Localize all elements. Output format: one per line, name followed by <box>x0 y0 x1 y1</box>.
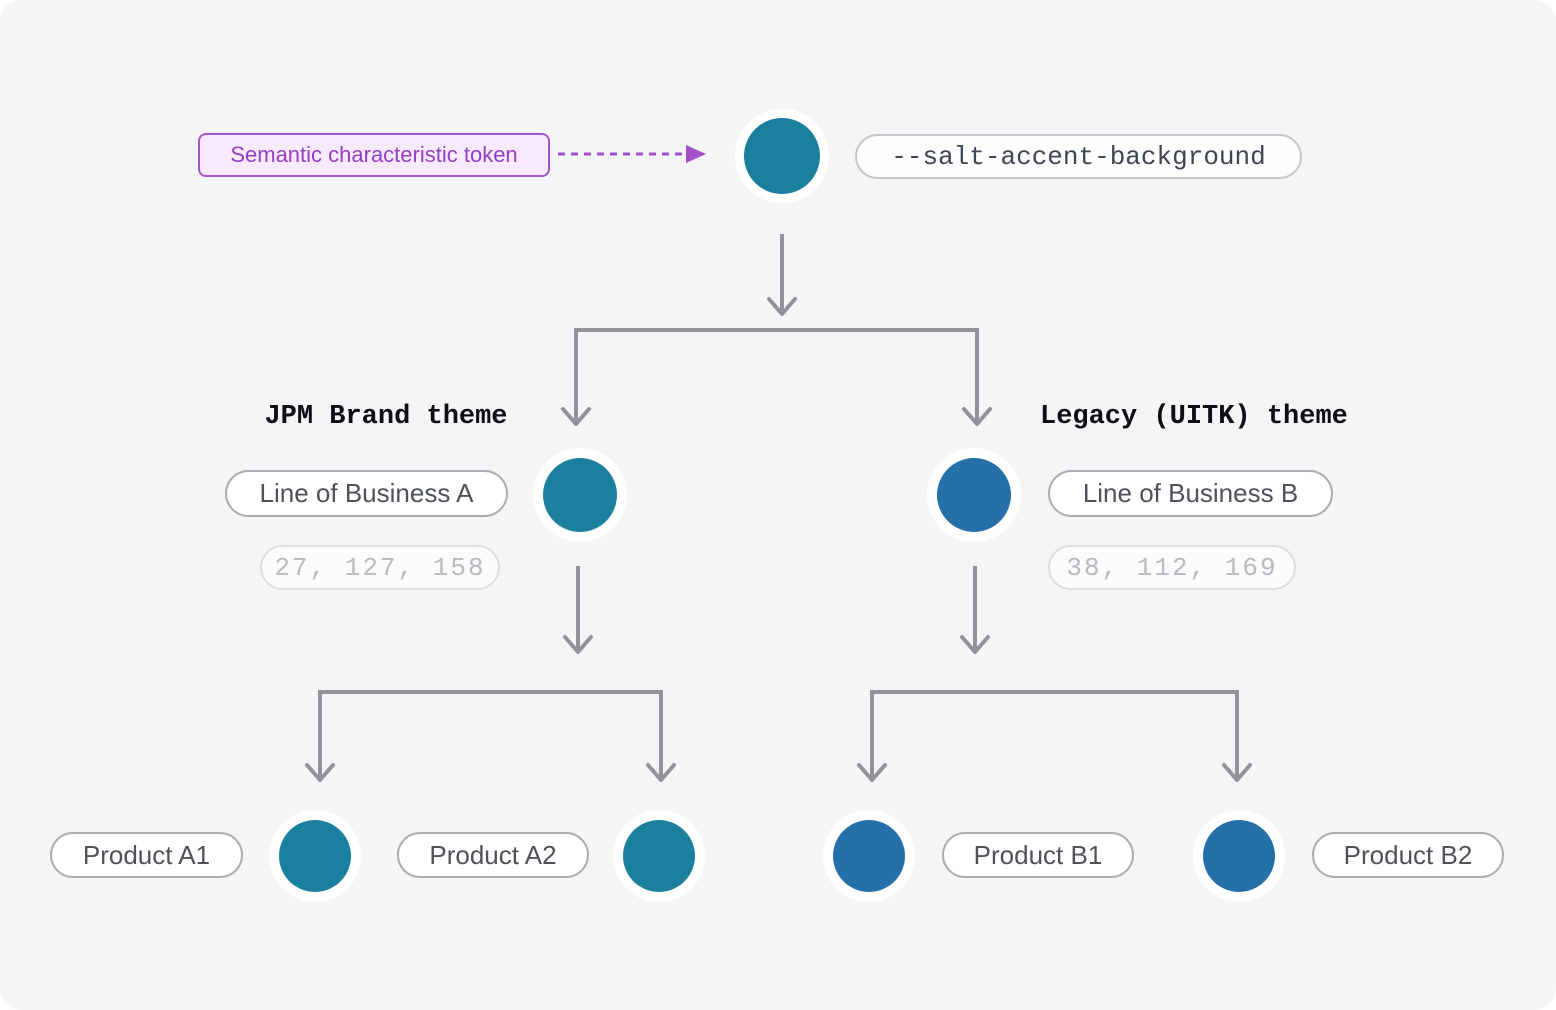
annotation-arrow <box>558 145 706 163</box>
product-a1-pill: Product A1 <box>50 832 243 878</box>
theme-b-title: Legacy (UITK) theme <box>1040 402 1348 432</box>
product-a2-pill: Product A2 <box>397 832 589 878</box>
lob-a-rgb-pill: 27, 127, 158 <box>260 545 500 590</box>
product-b1-pill: Product B1 <box>942 832 1134 878</box>
product-a1-node <box>269 810 361 902</box>
lob-a-pill: Line of Business A <box>225 470 508 517</box>
theme-a-node-dot <box>543 458 617 532</box>
lob-b-pill: Line of Business B <box>1048 470 1333 517</box>
lob-b-rgb-pill: 38, 112, 169 <box>1048 545 1296 590</box>
tree-connectors <box>305 234 1252 782</box>
theme-a-title: JPM Brand theme <box>264 402 508 432</box>
annotation-arrowhead-icon <box>686 145 706 163</box>
root-node-dot <box>744 118 820 194</box>
product-a2-node-dot <box>623 820 695 892</box>
product-a2-node <box>613 810 705 902</box>
token-name-pill: --salt-accent-background <box>855 134 1302 179</box>
theme-b-node <box>927 448 1021 542</box>
product-b2-node-dot <box>1203 820 1275 892</box>
product-b1-node <box>823 810 915 902</box>
semantic-token-annotation: Semantic characteristic token <box>198 133 550 177</box>
product-b2-node <box>1193 810 1285 902</box>
product-b1-node-dot <box>833 820 905 892</box>
theme-a-node <box>533 448 627 542</box>
root-token-node <box>735 109 829 203</box>
theme-b-node-dot <box>937 458 1011 532</box>
product-a1-node-dot <box>279 820 351 892</box>
product-b2-pill: Product B2 <box>1312 832 1504 878</box>
